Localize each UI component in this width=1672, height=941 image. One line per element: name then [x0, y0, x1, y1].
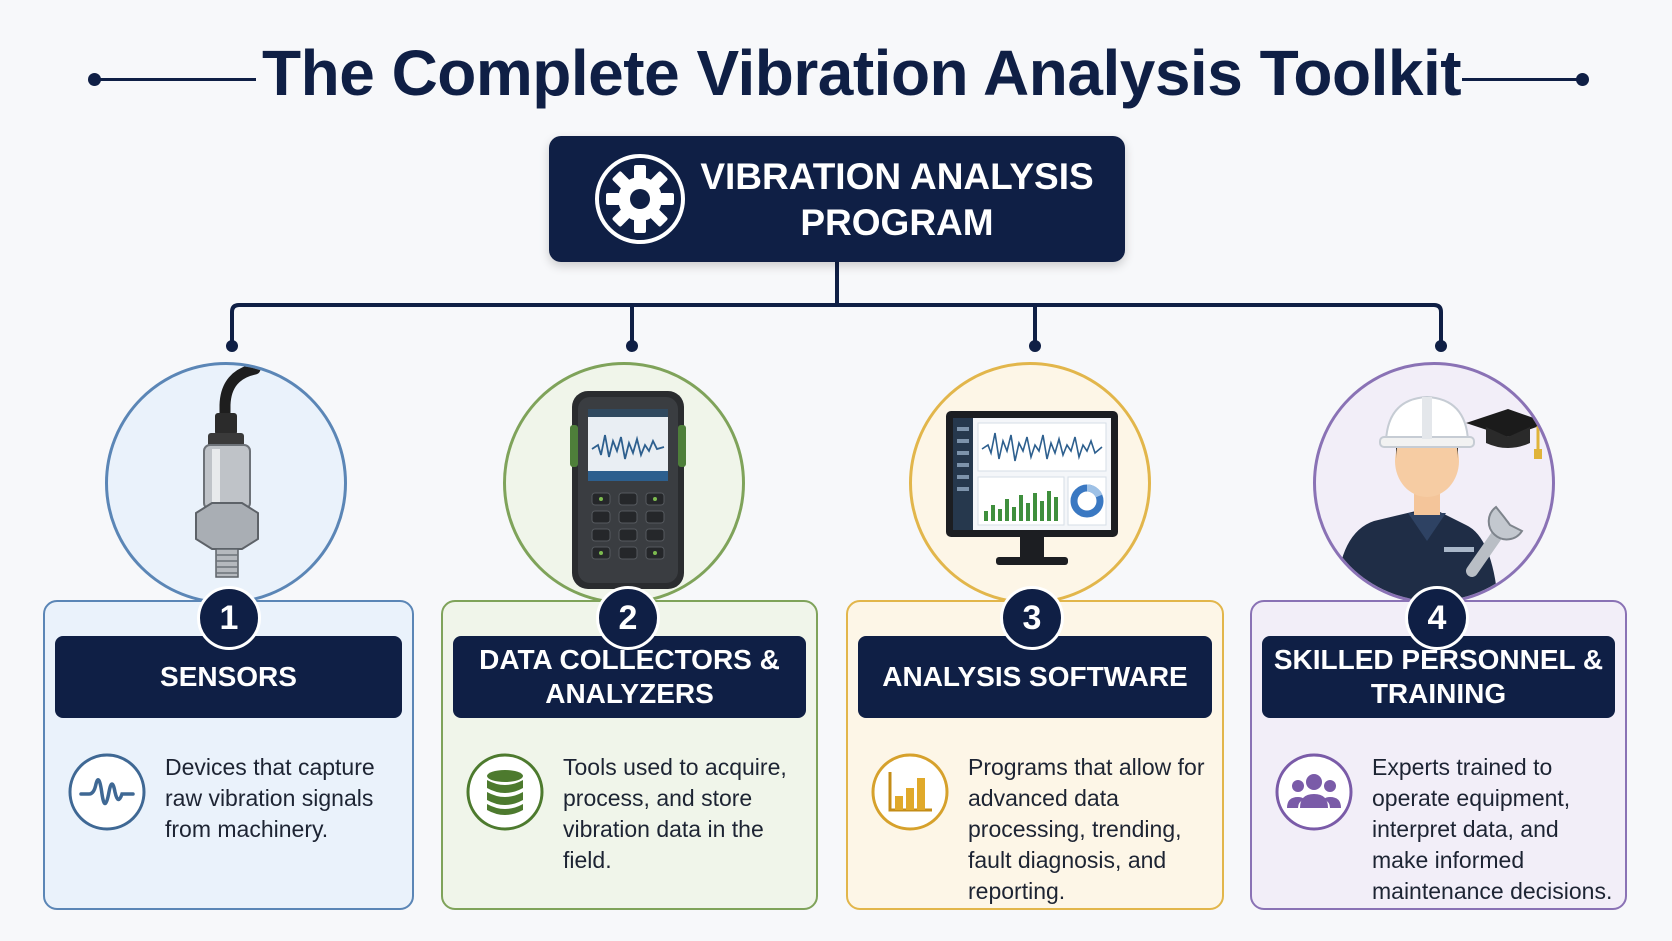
card-sensors: SENSORS Devices that capture raw vibrati…	[43, 600, 414, 910]
connector-bar	[230, 303, 1443, 346]
step-number-3: 3	[1000, 586, 1064, 650]
card-title: SKILLED PERSONNEL & TRAINING	[1273, 644, 1604, 709]
step-number-4: 4	[1405, 586, 1469, 650]
step-number-1: 1	[197, 586, 261, 650]
connector-node-2	[626, 340, 638, 352]
card-title: DATA COLLECTORS & ANALYZERS	[479, 644, 780, 709]
gear-icon	[595, 154, 685, 244]
card-title: ANALYSIS SOFTWARE	[882, 661, 1188, 692]
personnel-illustration	[1313, 362, 1555, 604]
connector-node-4	[1435, 340, 1447, 352]
title-dot-left	[88, 73, 101, 86]
title-dot-right	[1576, 73, 1589, 86]
title-rule-left	[96, 78, 256, 81]
database-icon	[466, 753, 544, 831]
title-row: The Complete Vibration Analysis Toolkit	[0, 28, 1672, 118]
connector-node-1	[226, 340, 238, 352]
card-description: Devices that capture raw vibration signa…	[165, 754, 375, 842]
vibration-sensor-icon	[195, 365, 261, 578]
card-header: SKILLED PERSONNEL & TRAINING	[1262, 636, 1615, 718]
title-rule-right	[1462, 78, 1582, 81]
sensor-illustration	[105, 362, 347, 604]
card-description: Experts trained to operate equipment, in…	[1372, 754, 1613, 904]
connector-node-3	[1029, 340, 1041, 352]
card-description: Tools used to acquire, process, and stor…	[563, 754, 787, 873]
vibration-analysis-program-box: VIBRATION ANALYSIS PROGRAM	[549, 136, 1125, 262]
program-label: VIBRATION ANALYSIS PROGRAM	[700, 156, 1094, 243]
data-collector-illustration	[503, 362, 745, 604]
card-skilled-personnel: SKILLED PERSONNEL & TRAINING Experts tra…	[1250, 600, 1627, 910]
technician-icon	[1336, 395, 1548, 601]
page-title: The Complete Vibration Analysis Toolkit	[262, 37, 1462, 109]
bar-chart-icon	[871, 753, 949, 831]
software-illustration	[909, 362, 1151, 604]
handheld-data-collector-icon	[570, 391, 686, 589]
step-number-2: 2	[596, 586, 660, 650]
waveform-icon	[68, 753, 146, 831]
card-header: ANALYSIS SOFTWARE	[858, 636, 1212, 718]
card-title: SENSORS	[160, 661, 297, 692]
team-icon	[1275, 753, 1353, 831]
monitor-dashboard-icon	[946, 411, 1118, 565]
card-description: Programs that allow for advanced data pr…	[968, 754, 1205, 904]
card-analysis-software: ANALYSIS SOFTWARE Programs that allow fo…	[846, 600, 1224, 910]
